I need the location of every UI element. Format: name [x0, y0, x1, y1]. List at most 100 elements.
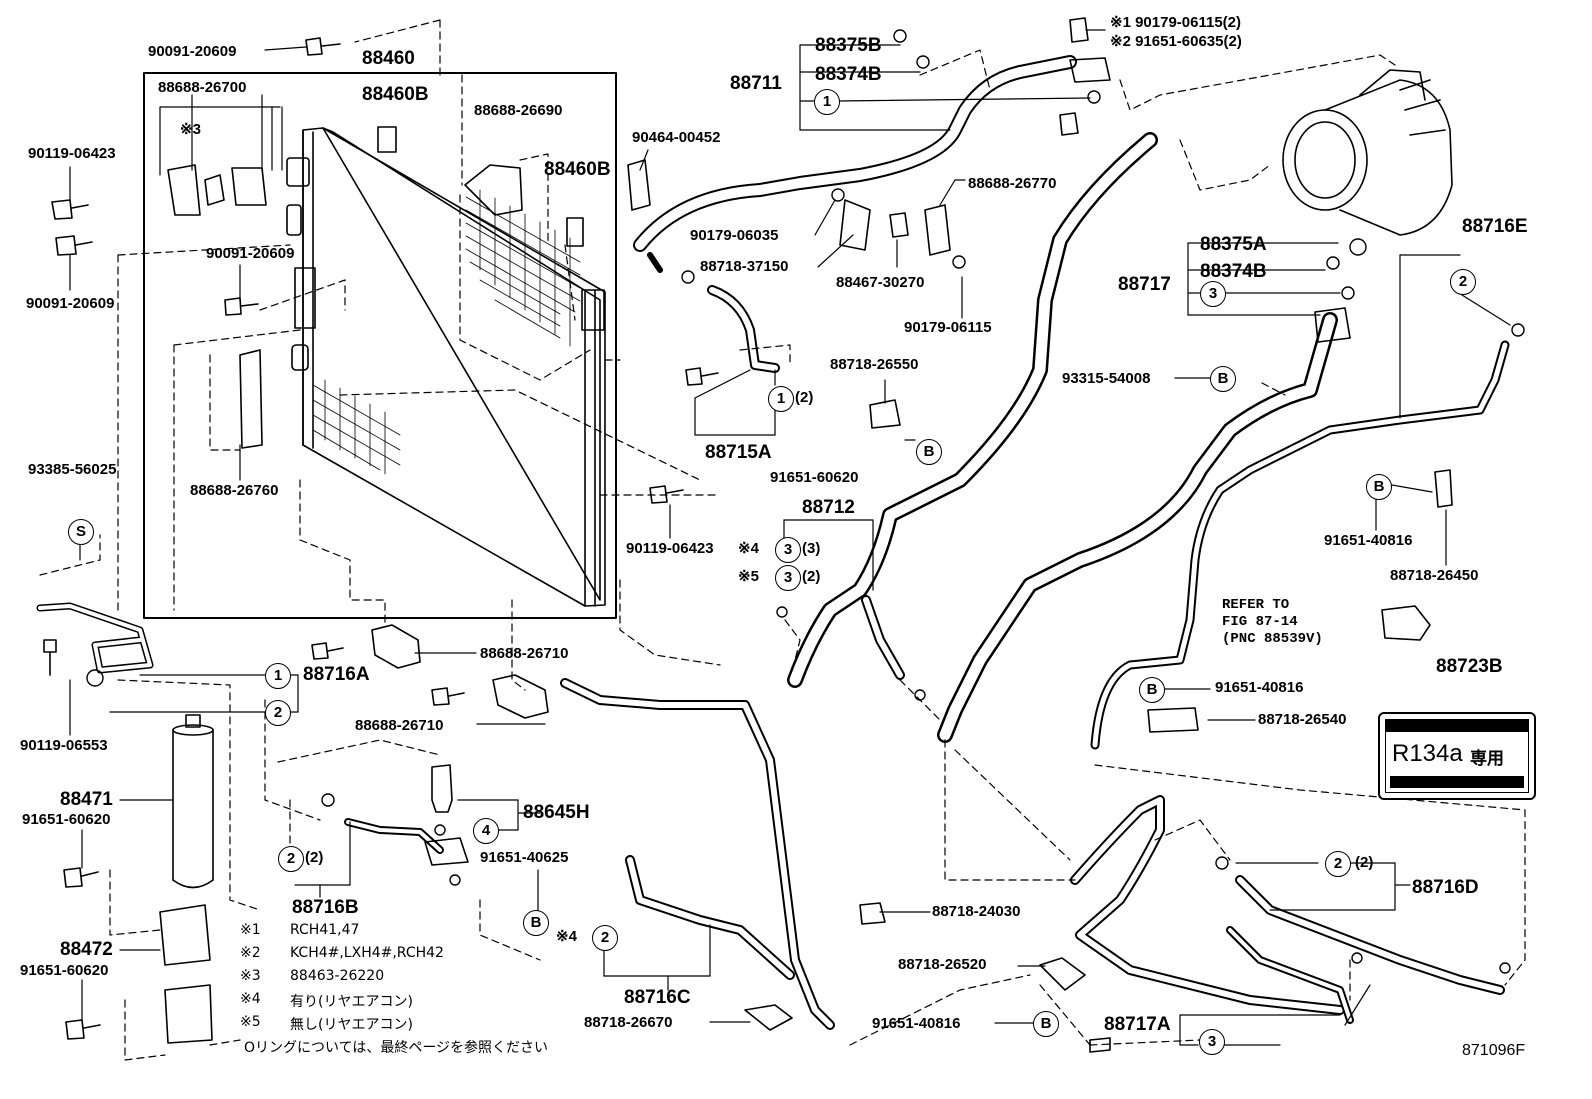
refrigerant-code: R134a [1392, 740, 1463, 767]
footnote-text: RCH41,47 [290, 922, 360, 938]
part-label: 88374B [1200, 261, 1267, 282]
part-label: 88711 [730, 73, 782, 94]
part-label: 88718-26550 [830, 356, 919, 373]
callout-3: 3 [775, 565, 801, 591]
part-label: 88688-26710 [355, 717, 444, 734]
part-label: 88718-37150 [700, 258, 789, 275]
part-label: 88718-26670 [584, 1014, 673, 1031]
part-label: 88716D [1412, 877, 1479, 898]
part-label: 88375B [815, 35, 882, 56]
part-label: ※2 91651-60635(2) [1110, 33, 1242, 50]
footnote-mark: ※4 [240, 991, 261, 1007]
callout-s: S [68, 519, 94, 545]
part-label: 88723B [1436, 656, 1503, 677]
callout-1: 1 [768, 386, 794, 412]
part-label: 88715A [705, 442, 772, 463]
pipe-88716D-88717A [1070, 795, 1505, 1024]
callout-b: B [1210, 366, 1236, 392]
part-label: ※5 [738, 568, 759, 585]
receiver-dryer-icon [159, 714, 214, 1044]
part-label: 88460B [362, 84, 429, 105]
callout-b: B [1366, 474, 1392, 500]
callout-b: B [1139, 677, 1165, 703]
condenser-frame [143, 72, 617, 619]
callout-2: 2 [1325, 851, 1351, 877]
part-label: 88716E [1462, 216, 1528, 237]
callout-2: 2 [1450, 269, 1476, 295]
part-label: 90119-06553 [20, 737, 108, 754]
part-label: 93385-56025 [28, 461, 117, 478]
callout-2: 2 [265, 700, 291, 726]
hose-88712 [787, 132, 1158, 688]
callout-3: 3 [775, 537, 801, 563]
footnote-mark: ※1 [240, 922, 261, 938]
part-label: 88460 [362, 48, 415, 69]
part-label: 88688-26700 [158, 79, 247, 96]
label-inner-frame: R134a 専用 [1385, 719, 1529, 793]
part-label: 88472 [60, 939, 113, 960]
pipe-88716C [560, 678, 835, 1030]
part-label: 93315-54008 [1062, 370, 1151, 387]
part-label: 91651-40816 [1324, 532, 1413, 549]
footnote-mark: ※5 [240, 1014, 261, 1030]
part-label: 90091-20609 [206, 245, 295, 262]
part-label: 88471 [60, 789, 113, 810]
pipe-88716E [1090, 340, 1510, 750]
compressor-icon [1282, 69, 1453, 236]
part-label: 88688-26760 [190, 482, 279, 499]
part-label: 88375A [1200, 234, 1267, 255]
part-label: 90179-06035 [690, 227, 779, 244]
part-label: 90464-00452 [632, 129, 721, 146]
refrigerant-caution-label: R134a 専用 [1378, 712, 1536, 800]
part-label: ※1 90179-06115(2) [1110, 14, 1242, 31]
pressure-switch-icon [431, 764, 453, 813]
part-label: 88718-24030 [932, 903, 1021, 920]
part-label: ※4 [556, 928, 577, 945]
callout-3: 3 [1199, 1029, 1225, 1055]
refrigerant-text: 専用 [1470, 749, 1504, 769]
part-label: 88718-26520 [898, 956, 987, 973]
part-label: 88688-26710 [480, 645, 569, 662]
part-label: 88467-30270 [836, 274, 925, 291]
part-label: 91651-40816 [872, 1015, 961, 1032]
part-label: 88716B [292, 897, 359, 918]
bolt-icons [43, 37, 719, 1040]
part-label: 88688-26690 [474, 102, 563, 119]
part-label: 90119-06423 [626, 540, 714, 557]
refer-line: FIG 87-14 [1222, 614, 1298, 630]
figure-code: 871096F [1462, 1042, 1526, 1059]
part-label: 91651-40625 [480, 849, 569, 866]
footnote-mark: ※3 [240, 968, 261, 984]
pipe-88716B [344, 818, 469, 866]
part-label: 91651-60620 [20, 962, 109, 979]
label-footer-bar [1390, 776, 1524, 788]
pipe-88715A [707, 285, 780, 373]
part-label: 88460B [544, 159, 611, 180]
part-label: 88717 [1118, 274, 1171, 295]
callout-3: 3 [1200, 281, 1226, 307]
part-label: 90179-06115 [904, 319, 992, 336]
callout-1: 1 [814, 89, 840, 115]
part-label: 90091-20609 [26, 295, 115, 312]
part-label: (2) [795, 389, 814, 406]
label-header-bar [1386, 720, 1528, 732]
footnote-mark: ※2 [240, 945, 261, 961]
callout-b: B [523, 910, 549, 936]
refer-line: (PNC 88539V) [1222, 631, 1323, 647]
part-label: 88717A [1104, 1014, 1171, 1035]
part-label: 88374B [815, 64, 882, 85]
part-label: 88718-26540 [1258, 711, 1347, 728]
part-label: 88712 [802, 497, 855, 518]
hose-88711 [633, 55, 1077, 273]
part-label: 91651-40816 [1215, 679, 1304, 696]
callout-b: B [916, 439, 942, 465]
part-label: 90091-20609 [148, 43, 237, 60]
part-label: 88716A [303, 664, 370, 685]
callout-2: 2 [592, 925, 618, 951]
part-label: (2) [802, 568, 821, 585]
part-label: 90119-06423 [28, 145, 116, 162]
part-label: 88688-26770 [968, 175, 1057, 192]
callout-4: 4 [473, 818, 499, 844]
